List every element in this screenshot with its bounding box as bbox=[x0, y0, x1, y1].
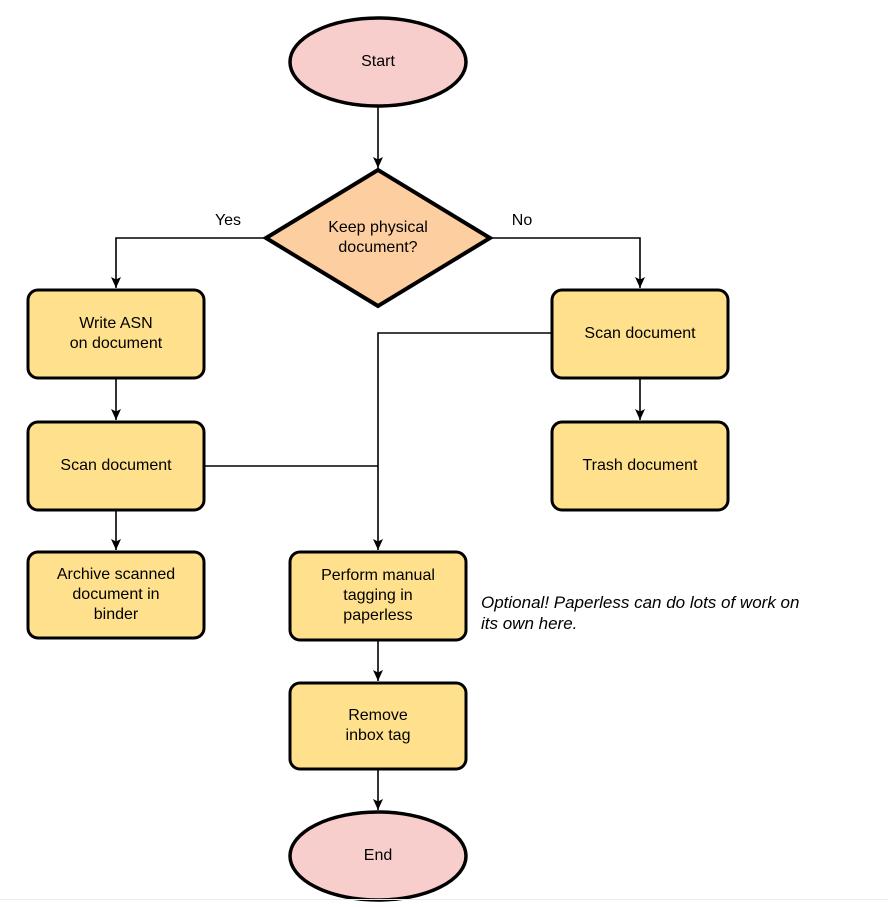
optional-annotation: Optional! Paperless can do lots of work … bbox=[481, 593, 800, 633]
remove-inbox-tag-node bbox=[288, 681, 468, 771]
archive-node bbox=[26, 550, 206, 640]
bottom-divider bbox=[0, 899, 888, 900]
trash-document-node bbox=[550, 420, 730, 512]
scan-document-left-node bbox=[26, 420, 206, 512]
edge-decision-no bbox=[490, 237, 645, 288]
decision-node bbox=[262, 167, 494, 309]
write-asn-node bbox=[26, 288, 206, 380]
edge-decision-yes bbox=[111, 237, 266, 288]
end-node bbox=[288, 810, 468, 902]
start-node bbox=[288, 16, 468, 108]
scan-document-right-node bbox=[550, 288, 730, 380]
manual-tagging-node bbox=[288, 550, 468, 642]
edge-scanright-to-tagging bbox=[373, 332, 552, 550]
